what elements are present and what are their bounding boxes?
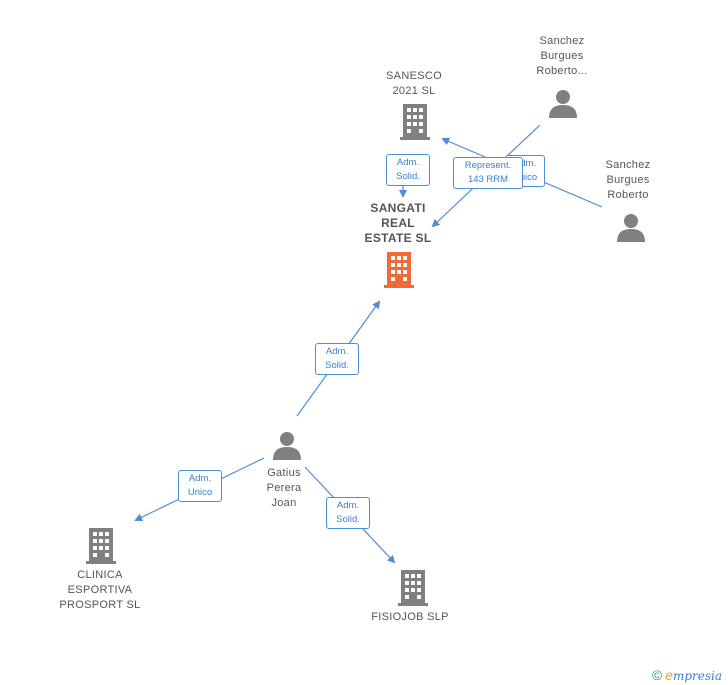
node-label-gatius[interactable]: Gatius Perera Joan [266,467,302,509]
building-icon[interactable] [398,570,428,606]
edge-label-sanchez1-sangati: Represent. 143 RRM [453,157,523,189]
edge-label-sanesco-sangati: Adm. Solid. [386,154,430,186]
node-label-sangati[interactable]: SANGATI REAL ESTATE SL [364,201,432,245]
node-label-sanchez2[interactable]: Sanchez Burgues Roberto [605,159,651,201]
footer-brand[interactable]: ©empresia [652,667,722,683]
brand-logo-initial: e [665,667,673,683]
edge-label-gatius-fisiojob: Adm. Solid. [326,497,370,529]
edge-label-gatius-clinica: Adm. Unico [178,470,222,502]
node-label-sanchez1[interactable]: Sanchez Burgues Roberto... [536,35,588,77]
building-icon[interactable] [400,104,430,140]
building-icon[interactable] [86,528,116,564]
person-icon[interactable] [272,430,302,460]
building-icon[interactable] [384,252,414,288]
person-icon[interactable] [548,88,578,118]
brand-logo-text: mpresia [672,669,722,683]
copyright-icon: © [651,667,663,683]
edge-label-gatius-sangati: Adm. Solid. [315,343,359,375]
node-label-fisiojob[interactable]: FISIOJOB SLP [371,611,449,623]
node-label-sanesco[interactable]: SANESCO 2021 SL [386,70,442,97]
node-label-clinica[interactable]: CLINICA ESPORTIVA PROSPORT SL [59,569,141,611]
person-icon[interactable] [616,212,646,242]
